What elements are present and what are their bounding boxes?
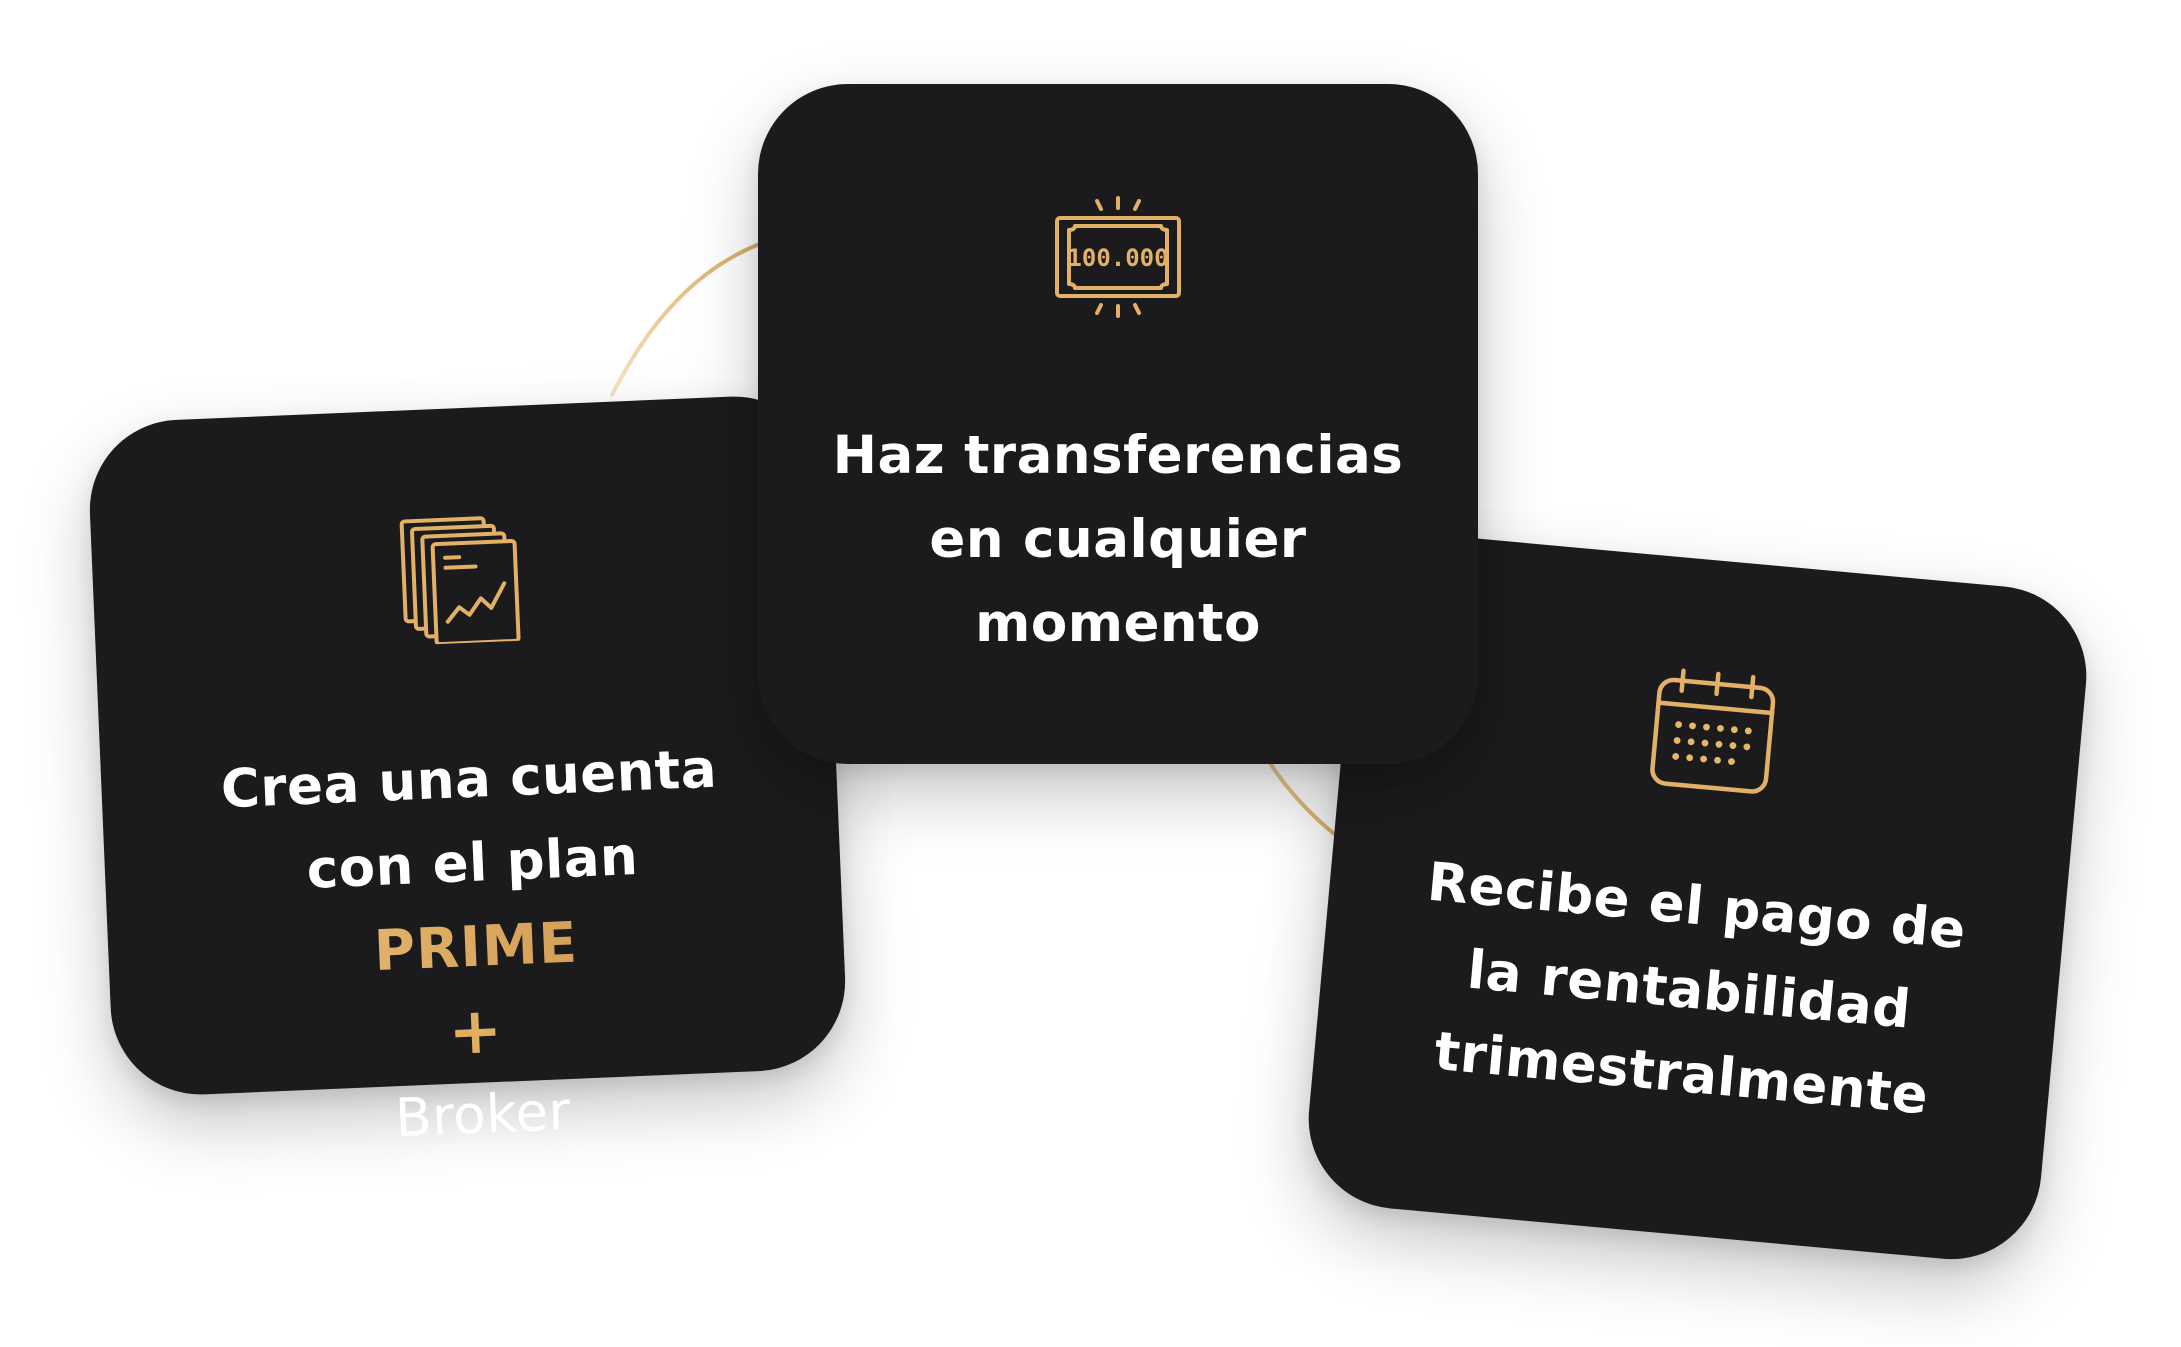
chart-documents-icon (399, 516, 521, 646)
step-2-line-2: en cualquier (929, 509, 1307, 570)
step-1-text: Crea una cuenta con el plan PRIME+Broker (100, 723, 852, 1173)
step-card-receive-payment: Recibe el pago de la rentabilidad trimes… (1300, 528, 2095, 1267)
banknote-100000-icon: 100.000 (1055, 196, 1181, 318)
step-2-line-1: Haz transferencias (832, 425, 1404, 486)
step-card-transfers: 100.000 Haz transferencias en cualquier … (758, 84, 1478, 764)
calendar-icon (1649, 668, 1775, 794)
step-3-text: Recibe el pago de la rentabilidad trimes… (1312, 832, 2067, 1150)
step-2-line-3: momento (975, 593, 1261, 654)
prime-broker-brand: PRIME+Broker (107, 890, 852, 1173)
step-2-text: Haz transferencias en cualquier momento (758, 414, 1478, 666)
step-card-create-account: Crea una cuenta con el plan PRIME+Broker (86, 392, 849, 1149)
banknote-amount: 100.000 (1067, 244, 1168, 272)
